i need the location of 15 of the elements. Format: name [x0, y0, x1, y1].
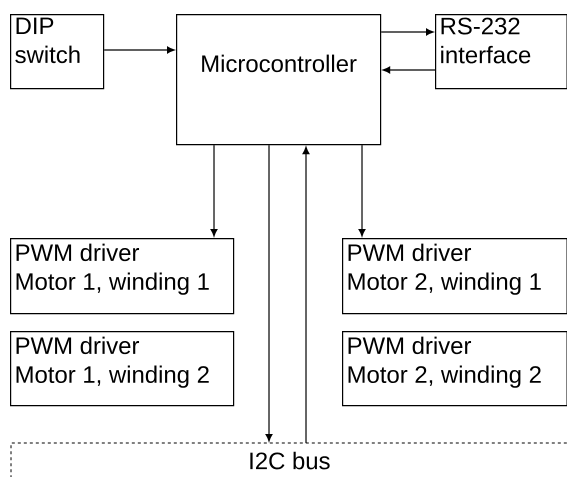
arrow: [266, 145, 272, 442]
arrow: [382, 66, 435, 74]
arrow: [210, 145, 218, 236]
block-box: PWM driver Motor 1, winding 1: [10, 238, 234, 314]
block-box: PWM driver Motor 1, winding 2: [10, 331, 234, 406]
arrow: [358, 145, 366, 236]
block-box: PWM driver Motor 2, winding 2: [342, 331, 567, 406]
block-box: DIP switch: [10, 14, 104, 90]
arrow: [302, 146, 310, 443]
block-box: RS-232 interface: [435, 14, 567, 90]
bus-region: I2C bus: [10, 442, 567, 477]
block-box: PWM driver Motor 2, winding 1: [342, 238, 567, 314]
arrow: [104, 46, 174, 54]
block-box: Microcontroller: [176, 14, 382, 146]
arrow: [381, 28, 434, 36]
